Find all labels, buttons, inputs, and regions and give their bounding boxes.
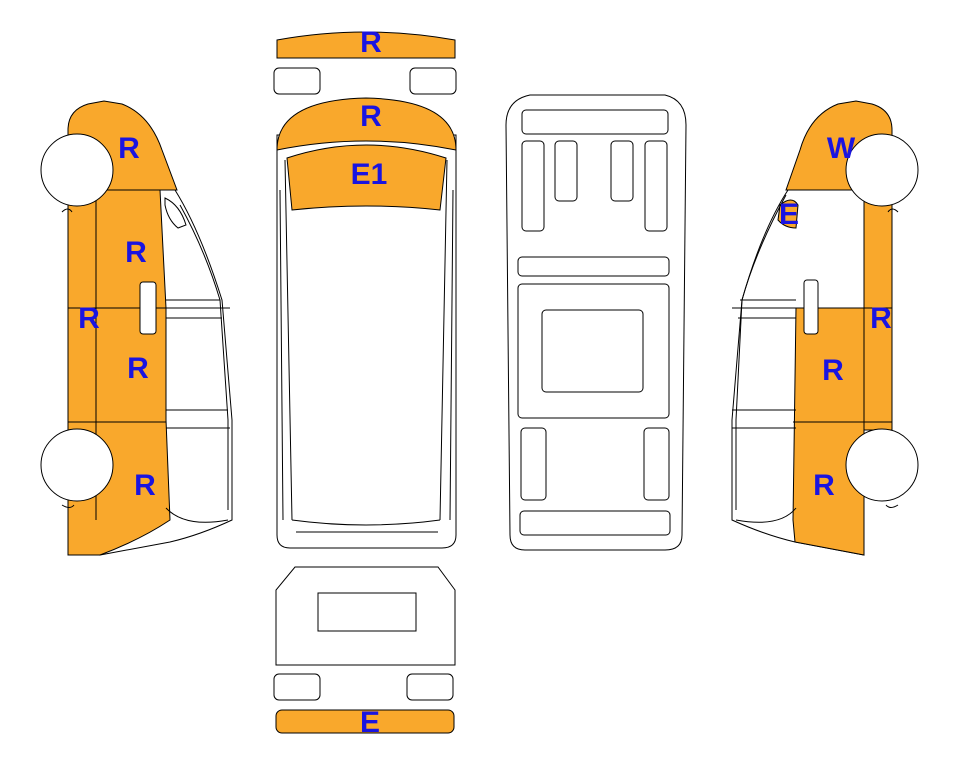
label-hood: R bbox=[360, 100, 382, 133]
label-left-middle-panel: R bbox=[127, 352, 149, 385]
label-right-middle-panel: R bbox=[822, 354, 844, 387]
top-body bbox=[276, 134, 457, 549]
left-side-view: R R R R R bbox=[40, 100, 233, 556]
right-mirror-panel bbox=[777, 199, 799, 229]
rear-bumper-panel bbox=[275, 709, 455, 734]
left-front-wheel bbox=[40, 133, 114, 207]
label-rear-bumper: E bbox=[360, 706, 380, 739]
label-left-rear-panel: R bbox=[134, 469, 156, 502]
rear-view: E bbox=[273, 566, 456, 739]
windshield-panel bbox=[286, 144, 447, 211]
right-rear-wheel bbox=[845, 428, 919, 502]
right-front-wheel bbox=[845, 133, 919, 207]
right-taillight bbox=[406, 673, 454, 701]
left-headlight bbox=[273, 67, 321, 95]
label-right-mirror: E bbox=[779, 198, 799, 231]
label-left-rocker: R bbox=[78, 302, 100, 335]
hood-panel bbox=[276, 97, 457, 151]
left-front-window bbox=[164, 197, 187, 229]
rear-window bbox=[317, 592, 417, 632]
right-side-view: W E R R R bbox=[731, 100, 919, 556]
right-rear-body-panel bbox=[792, 307, 865, 556]
label-windshield: E1 bbox=[351, 158, 388, 191]
left-taillight bbox=[273, 673, 321, 701]
left-rear-wheel bbox=[40, 428, 114, 502]
underside-view bbox=[505, 94, 687, 551]
right-headlight bbox=[409, 67, 457, 95]
label-right-rear-panel: R bbox=[813, 469, 835, 502]
top-view: R R E1 bbox=[273, 26, 457, 549]
right-door-handle bbox=[803, 279, 819, 335]
label-left-front-fender: R bbox=[118, 132, 140, 165]
label-right-front-fender: W bbox=[827, 132, 856, 165]
label-right-rocker: R bbox=[870, 302, 892, 335]
label-left-front-door: R bbox=[125, 236, 147, 269]
left-door-handle bbox=[139, 281, 157, 335]
label-front-bumper: R bbox=[360, 26, 382, 59]
front-bumper-panel bbox=[276, 31, 456, 59]
